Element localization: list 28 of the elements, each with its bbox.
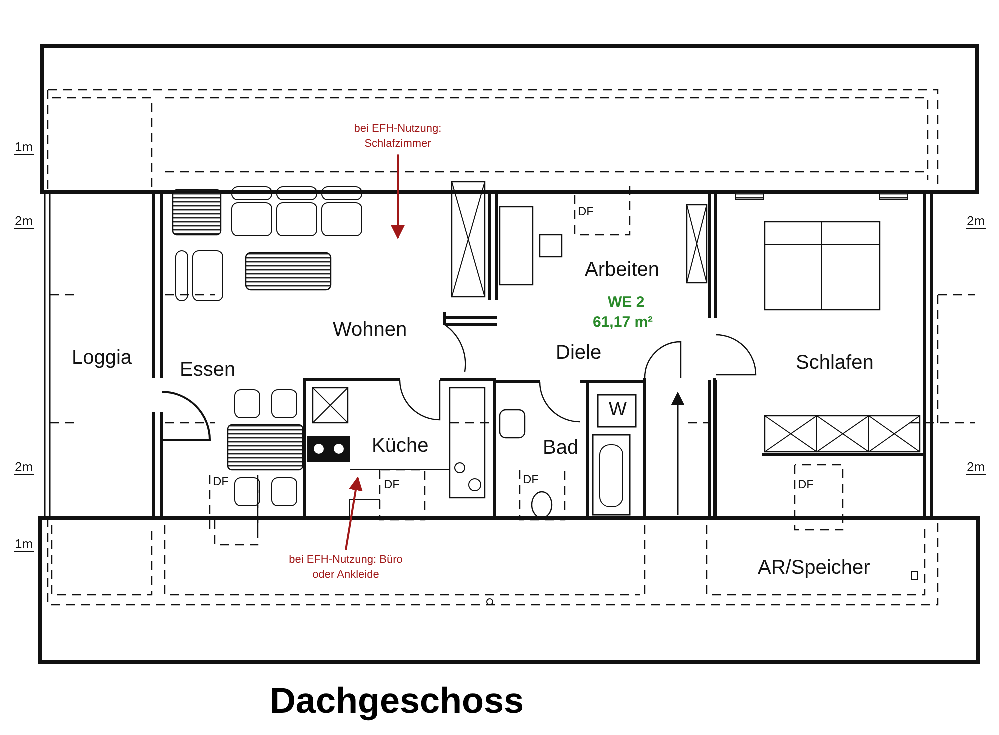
dimension-label: 2m bbox=[14, 460, 34, 476]
arrow bbox=[345, 476, 363, 550]
unit-label: 61,17 m² bbox=[593, 314, 654, 332]
dimension-label: 2m bbox=[966, 214, 986, 230]
room-name: Diele bbox=[556, 342, 602, 364]
dimension-label: 1m bbox=[14, 140, 34, 156]
dimension-label: 1m bbox=[14, 537, 34, 553]
roof-window-label: DF bbox=[523, 473, 539, 487]
roof-window-label: DF bbox=[798, 478, 814, 492]
room-name: Schlafen bbox=[796, 352, 874, 374]
note-text: bei EFH-Nutzung: Schlafzimmer bbox=[353, 122, 443, 152]
dimension-label: 2m bbox=[14, 214, 34, 230]
room-name: Küche bbox=[372, 435, 429, 457]
appliance-label: W bbox=[609, 400, 627, 422]
arrow bbox=[391, 154, 405, 240]
room-name: AR/Speicher bbox=[758, 557, 870, 579]
roof-window-label: DF bbox=[578, 205, 594, 219]
room-name: Bad bbox=[543, 437, 579, 459]
note-text: bei EFH-Nutzung: Büro oder Ankleide bbox=[288, 553, 404, 583]
room-name: Essen bbox=[180, 359, 236, 381]
dimension-label: 2m bbox=[966, 460, 986, 476]
room-name: Wohnen bbox=[333, 319, 408, 341]
room-name: Arbeiten bbox=[585, 259, 660, 281]
room-name: Loggia bbox=[72, 347, 132, 369]
plan-title: Dachgeschoss bbox=[268, 680, 526, 722]
roof-window-label: DF bbox=[213, 475, 229, 489]
unit-label: WE 2 bbox=[608, 294, 645, 312]
roof-window-label: DF bbox=[384, 478, 400, 492]
